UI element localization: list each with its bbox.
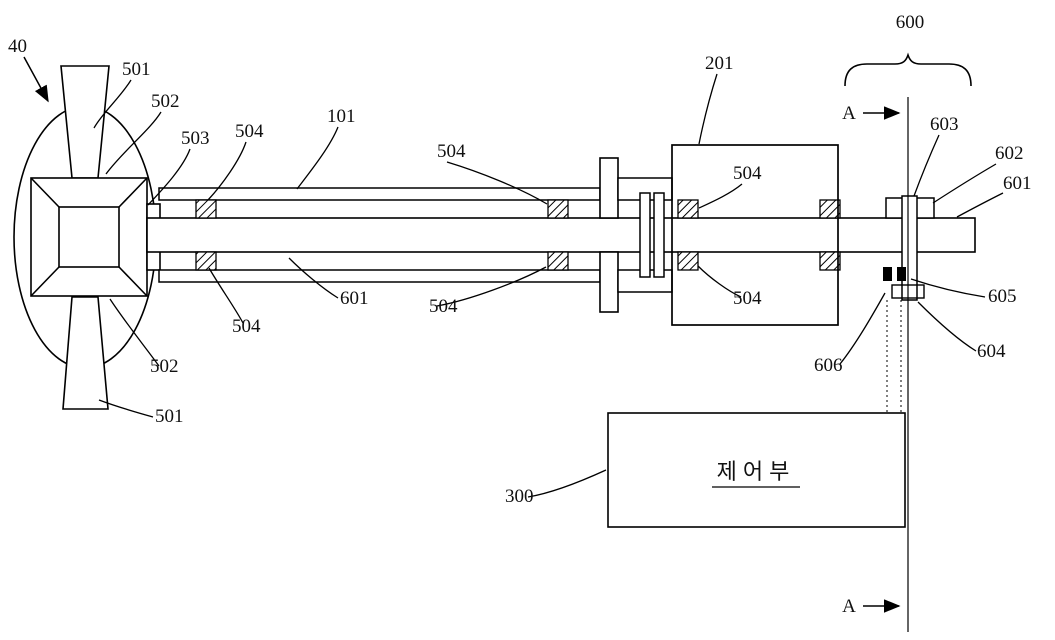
leader-602: [932, 163, 997, 204]
label-605: 605: [988, 286, 1017, 307]
bearing-hatch: [819, 199, 841, 219]
bearings: [195, 199, 841, 271]
label-504-top-mid: 504: [437, 141, 466, 162]
label-504-bottom-right: 504: [733, 288, 762, 309]
leader-201: [698, 73, 718, 145]
motor-housing: [671, 144, 839, 326]
tube-flange-top: [599, 157, 619, 219]
bearing-hatch: [677, 251, 699, 271]
hub-bevel: [30, 266, 60, 297]
bearing-hatch: [677, 199, 699, 219]
hub-bevel: [118, 177, 148, 208]
hub-bevel: [30, 177, 60, 208]
coupling-flange: [653, 192, 665, 278]
controller-label: 제어부: [717, 459, 796, 484]
leader-502-top: [105, 111, 162, 175]
leader-504-top-left: [207, 141, 247, 201]
leader-504-top-right: [698, 183, 743, 209]
leader-603: [913, 134, 940, 197]
leader-605: [910, 278, 986, 298]
label-section-top: A: [842, 103, 856, 124]
fan-pointer-arrow: [23, 56, 49, 103]
leader-604: [917, 301, 977, 352]
label-101: 101: [327, 106, 356, 127]
hub-inner: [58, 206, 120, 268]
label-504-top-right: 504: [733, 163, 762, 184]
tube-top: [158, 187, 601, 201]
tube-bottom: [158, 269, 601, 283]
label-504-bottom-left: 504: [232, 316, 261, 337]
coupling-flange: [639, 192, 651, 278]
label-603: 603: [930, 114, 959, 135]
label-504-top-left: 504: [235, 121, 264, 142]
leader-lines: [93, 73, 1004, 498]
bearing-hatch: [547, 199, 569, 219]
bearing-hatch: [195, 199, 217, 219]
label-300: 300: [505, 486, 534, 507]
label-section-bottom: A: [842, 596, 856, 617]
hub: [30, 177, 148, 297]
label-502-top: 502: [151, 91, 180, 112]
hub-bevel: [118, 266, 148, 297]
leader-300: [527, 469, 607, 498]
bearing-hatch: [819, 251, 841, 271]
label-504-bottom-mid: 504: [429, 296, 458, 317]
leader-501-top: [93, 79, 132, 129]
leader-101: [296, 126, 339, 190]
label-601-left: 601: [340, 288, 369, 309]
sensor-right: [897, 267, 906, 281]
leader-606: [839, 292, 886, 365]
label-601-right: 601: [1003, 173, 1032, 194]
leader-601-right: [956, 192, 1004, 218]
leader-502-bottom: [109, 298, 160, 367]
bearing-hatch: [547, 251, 569, 271]
label-606: 606: [814, 355, 843, 376]
leader-503: [147, 148, 191, 206]
leader-504-bottom-left: [208, 267, 244, 324]
leader-504-top-mid: [446, 161, 548, 205]
bearing-hatch: [195, 251, 217, 271]
label-502-bottom: 502: [150, 356, 179, 377]
label-602: 602: [995, 143, 1024, 164]
label-604: 604: [977, 341, 1006, 362]
tube-flange-bottom: [599, 251, 619, 313]
label-40: 40: [8, 36, 27, 57]
label-201: 201: [705, 53, 734, 74]
label-503: 503: [181, 128, 210, 149]
leader-601-left: [288, 257, 339, 299]
label-501-bottom: 501: [155, 406, 184, 427]
controller-box: [607, 412, 906, 528]
leader-501-bottom: [98, 399, 154, 418]
sensor-left: [883, 267, 892, 281]
label-501-top: 501: [122, 59, 151, 80]
leader-504-bottom-right: [697, 265, 742, 298]
fan-blade-bottom: [62, 296, 109, 410]
label-600: 600: [896, 12, 925, 33]
leader-504-bottom-mid: [436, 266, 547, 307]
brace-600: [844, 52, 972, 87]
shaft: [146, 217, 976, 253]
